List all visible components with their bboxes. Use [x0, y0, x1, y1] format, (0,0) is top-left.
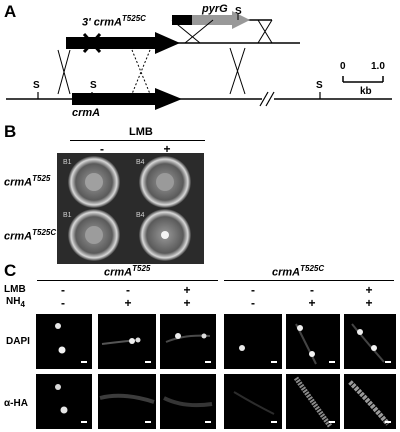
nh4-sign-6: +	[365, 296, 373, 310]
lmb-sign-4: -	[251, 283, 255, 297]
lmb-minus: -	[100, 142, 104, 156]
micrograph-dapi-6	[344, 314, 396, 369]
group2-header: crmAT525C	[272, 264, 325, 279]
panel-b-label: B	[4, 122, 17, 141]
group1-header: crmAT525	[104, 264, 151, 279]
row-nh4-label: NH4	[6, 296, 25, 309]
scale-start-label: 0	[340, 61, 346, 72]
nh4-sign-2: +	[124, 296, 132, 310]
micrograph-ha-1	[36, 374, 92, 429]
plate-tag-2: B4	[136, 159, 145, 166]
pyrg-site-label: S	[235, 6, 242, 17]
micrograph-dapi-1	[36, 314, 92, 369]
micrograph-dapi-4	[224, 314, 282, 369]
plate-photo-art: B1 B4 B1 B4	[63, 156, 191, 261]
chromosome-break	[259, 91, 269, 107]
dapi-row-label: DAPI	[6, 336, 30, 347]
site-label-left: S	[33, 80, 40, 91]
upper-crma-bar	[66, 37, 156, 49]
micrograph-ha-2	[98, 374, 156, 429]
plate-tag-4: B4	[136, 212, 145, 219]
upper-gene-label: 3' crmAT525C	[82, 14, 146, 29]
pyrg-bar-dark	[172, 15, 192, 25]
micrograph-dapi-3	[160, 314, 216, 369]
micrograph-ha-4	[224, 374, 282, 429]
micrograph-dapi-5	[286, 314, 340, 369]
micrograph-ha-3	[160, 374, 216, 429]
micrograph-dapi-2	[98, 314, 156, 369]
group1-rule	[37, 280, 218, 281]
lower-crma-arrowhead	[155, 88, 182, 110]
pyrg-bar	[192, 15, 232, 25]
plate-tag-1: B1	[63, 159, 72, 166]
row-lmb-label: LMB	[4, 284, 26, 295]
scale-end-label: 1.0	[371, 61, 385, 72]
lmb-sign-3: +	[183, 283, 191, 297]
lmb-sign-1: -	[61, 283, 65, 297]
lower-crma-bar	[72, 93, 156, 105]
ha-row-label: α-HA	[4, 398, 28, 409]
micrograph-ha-6	[344, 374, 396, 429]
group2-rule	[224, 280, 394, 281]
upper-crma-arrowhead	[155, 32, 180, 54]
nh4-sign-5: +	[308, 296, 316, 310]
lmb-plus: +	[163, 142, 171, 156]
gene-map-diagram	[6, 11, 392, 110]
plate-row-1-label: crmAT525	[4, 174, 51, 189]
nh4-sign-1: -	[61, 296, 65, 310]
lmb-sign-6: +	[365, 283, 373, 297]
panel-c-label: C	[4, 261, 17, 280]
pyrg-label: pyrG	[202, 3, 228, 15]
plate-photo: B1 B4 B1 B4	[57, 153, 204, 264]
plate-tag-3: B1	[63, 212, 72, 219]
crma-gene-label: crmA	[72, 107, 101, 119]
plate-row-2-label: crmAT525C	[4, 228, 57, 243]
pyrg-arrowhead	[232, 11, 250, 29]
lmb-sign-2: -	[126, 283, 130, 297]
scale-unit-label: kb	[360, 86, 372, 97]
site-label-right: S	[316, 80, 323, 91]
panel-a-label: A	[4, 2, 17, 21]
site-label-mid: S	[90, 80, 97, 91]
micrograph-ha-5	[286, 374, 340, 429]
lmb-header: LMB	[129, 126, 153, 138]
lmb-sign-5: -	[310, 283, 314, 297]
nh4-sign-4: -	[251, 296, 255, 310]
nh4-sign-3: +	[183, 296, 191, 310]
lmb-header-rule	[70, 140, 205, 141]
